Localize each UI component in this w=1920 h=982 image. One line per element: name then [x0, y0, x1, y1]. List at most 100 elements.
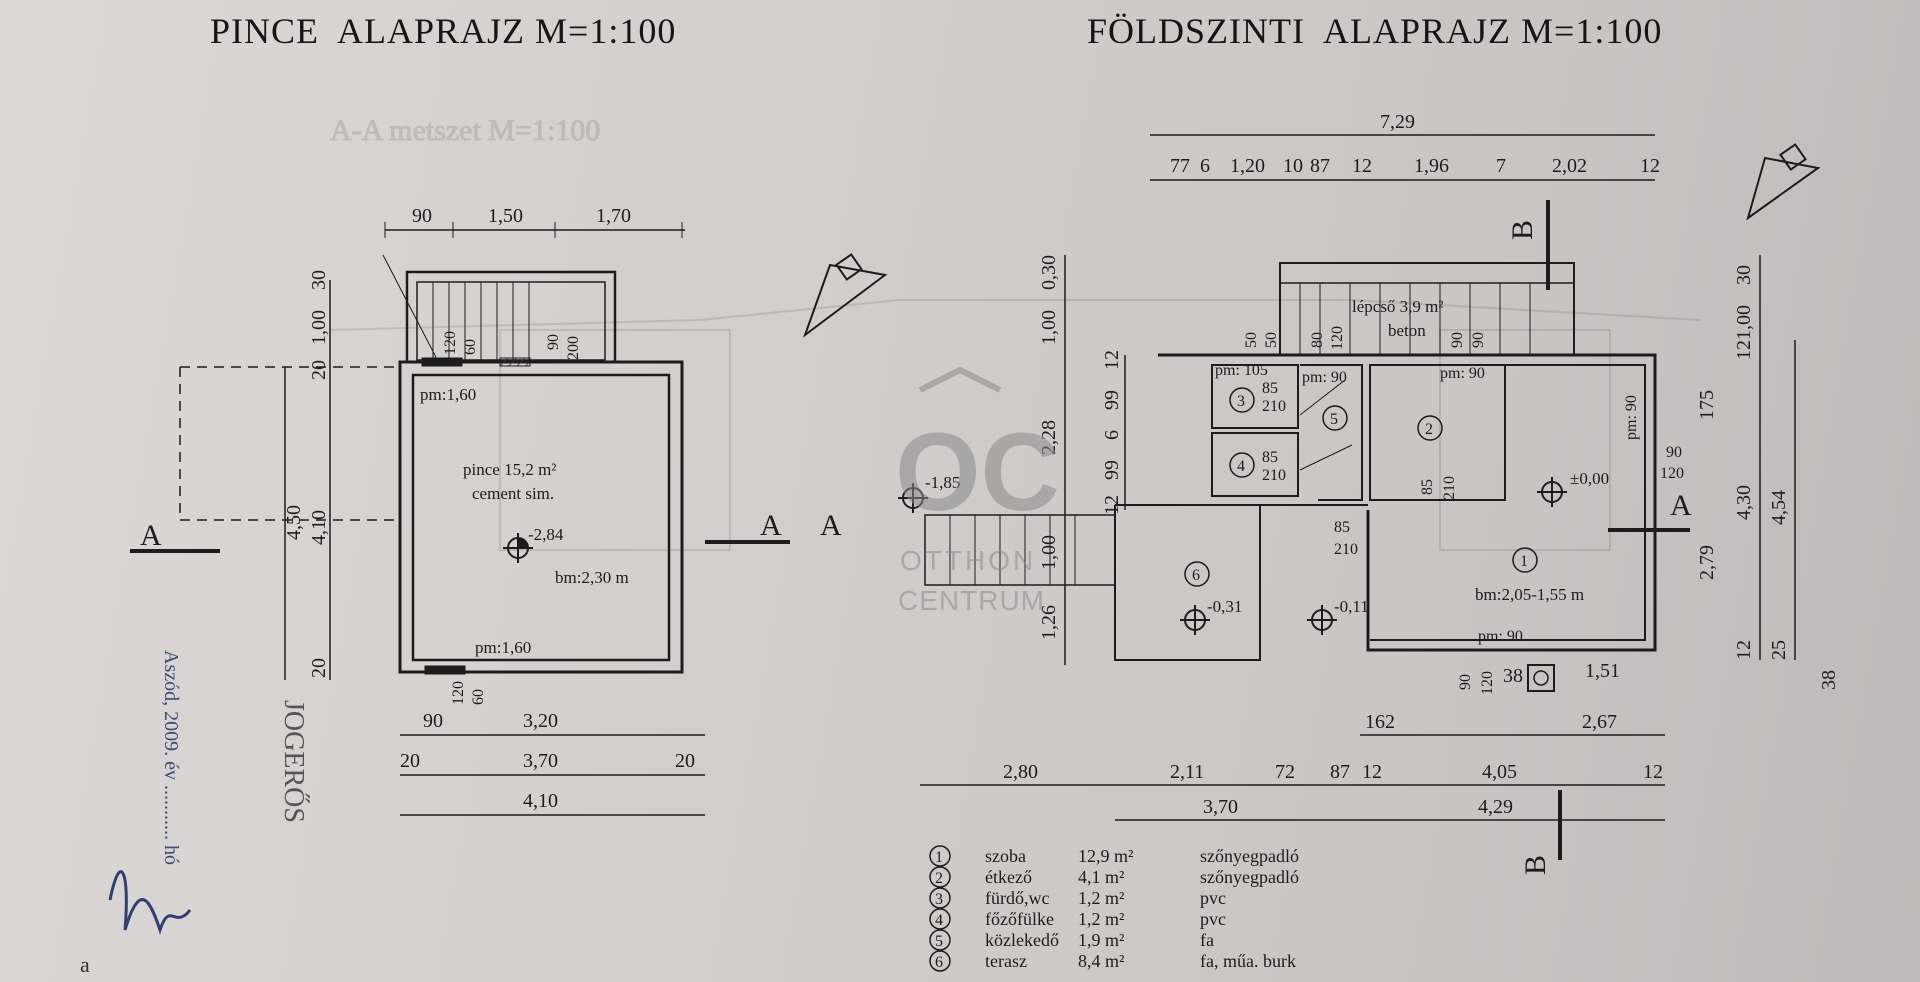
room-5-walls: [1300, 364, 1363, 501]
faded-section-ghost: A-A metszet M=1:100: [330, 114, 1701, 551]
north-arrow-icon: [1746, 143, 1821, 221]
dim-label: 90: [423, 710, 443, 732]
dim-label: 4,50: [283, 505, 305, 540]
dim-label: 4,54: [1768, 490, 1790, 525]
window-mark: 60: [470, 689, 487, 705]
level-symbol-icon: [898, 477, 1567, 635]
stair-mark: 200: [565, 336, 582, 360]
window-mark: 120: [450, 681, 467, 705]
dim-label: 1,70: [596, 205, 631, 227]
door-mark: 85: [1419, 479, 1436, 495]
dim-label: 2,02: [1552, 155, 1587, 177]
dim-label: 1,00: [308, 310, 330, 345]
section-letter: A: [760, 509, 782, 542]
pm-label: pm: 105: [1215, 362, 1268, 379]
room-4-walls: [1211, 432, 1299, 497]
basement-labels: 90 1,50 1,70 4,50 4,10 30 1,00 20 20 120…: [140, 205, 782, 812]
basement-plan-title: PINCE ALAPRAJZ M=1:100: [210, 11, 677, 51]
legend-num: 5: [935, 933, 943, 950]
dim-label: 162: [1365, 711, 1395, 733]
stamp-text: JOGERŐS: [278, 700, 309, 823]
dim-label: 12: [1640, 155, 1660, 177]
dim-label: 1,26: [1038, 605, 1060, 640]
legend-room-name: fürdő,wc: [985, 888, 1049, 908]
dim-label: 25: [1768, 640, 1790, 660]
legend-finish: pvc: [1200, 909, 1226, 929]
door-mark: 85: [1334, 519, 1350, 536]
dim-label: 2,11: [1170, 761, 1204, 783]
dim-label: 4,30: [1733, 485, 1755, 520]
level-label: -2,84: [528, 525, 564, 544]
dim-label: 4,05: [1482, 761, 1517, 783]
stamp-date: Aszód, 2009. év ........... hó: [160, 650, 182, 865]
room-number: 3: [1237, 393, 1245, 410]
level-label: -1,85: [925, 473, 960, 492]
ground-plan: [898, 134, 1796, 860]
legend-num: 6: [935, 954, 943, 971]
basement-vent: [499, 357, 531, 367]
dim-label: 1,96: [1414, 155, 1449, 177]
door-mark: 210: [1262, 398, 1286, 415]
room-number: 1: [1520, 553, 1528, 570]
window-mark: 120: [1660, 465, 1684, 482]
dim-label: 20: [675, 750, 695, 772]
approval-stamp: JOGERŐS Aszód, 2009. év ........... hó a: [80, 650, 309, 977]
dim-label: 4,10: [308, 510, 330, 545]
door-mark: 210: [1334, 541, 1358, 558]
legend-finish: fa, műa. burk: [1200, 951, 1296, 971]
dim-label: 7: [1496, 155, 1506, 177]
legend-area: 1,9 m²: [1078, 930, 1124, 950]
dim-label: 10: [1283, 155, 1303, 177]
section-letter: B: [1519, 855, 1552, 875]
stair-mark: 120: [1329, 326, 1346, 350]
stair-mark: 60: [462, 339, 479, 355]
window-mark: 120: [1479, 671, 1496, 695]
stair-mark: 50: [1243, 332, 1260, 348]
legend-finish: fa: [1200, 930, 1214, 950]
basement-stair-treads: [382, 254, 530, 366]
north-arrow-icon: [802, 253, 888, 338]
basement-window-bottom: [424, 665, 466, 675]
stair-mark: 50: [1263, 332, 1280, 348]
dim-label: 77: [1170, 155, 1190, 177]
stair-label: lépcső 3,9 m²: [1352, 297, 1444, 316]
faded-section-title: A-A metszet M=1:100: [330, 114, 600, 147]
dim-label: 0,30: [1038, 255, 1060, 290]
watermark-text: CENTRUM: [898, 585, 1045, 616]
dim-label: 99: [1101, 390, 1123, 410]
legend-room-name: főzőfülke: [985, 909, 1054, 929]
dim-label: 3,70: [523, 750, 558, 772]
dim-label: 30: [1733, 265, 1755, 285]
legend-finish: szőnyegpadló: [1200, 867, 1299, 887]
dim-label: 2,28: [1038, 420, 1060, 455]
section-letter: A: [140, 519, 162, 552]
pm-label: pm: 90: [1302, 369, 1347, 386]
room-6-terrace: [1114, 504, 1368, 661]
dim-label: 1,00: [1038, 535, 1060, 570]
dim-label: 72: [1275, 761, 1295, 783]
level-label: ±0,00: [1570, 469, 1609, 488]
pm-label: pm: 90: [1478, 628, 1523, 645]
ground-labels: 1 2 3 4 5 6 7,29 77 6 1,20 10 87 12 1,96…: [820, 111, 1840, 875]
legend-number-icons: [929, 845, 951, 972]
dim-label: 7,29: [1380, 111, 1415, 133]
legend-finish: pvc: [1200, 888, 1226, 908]
dim-label: 12: [1352, 155, 1372, 177]
stamp-fragment: a: [80, 952, 90, 977]
basement-stair-wall: [405, 270, 617, 364]
dim-label: 2,79: [1696, 545, 1718, 580]
watermark-text: OC: [895, 411, 1060, 534]
dim-label: 12: [1101, 495, 1123, 515]
dim-label: 3,20: [523, 710, 558, 732]
stair-finish: beton: [1388, 321, 1426, 340]
pm-label: pm: 90: [1440, 365, 1485, 382]
room-number: 6: [1192, 567, 1200, 584]
height-label: bm:2,30 m: [555, 568, 629, 587]
dim-label: 4,29: [1478, 796, 1513, 818]
door-mark: 85: [1262, 449, 1278, 466]
ground-stair-treads: [1299, 283, 1531, 355]
stair-mark: 120: [442, 331, 459, 355]
pm-label: pm:1,60: [420, 385, 476, 404]
legend-area: 8,4 m²: [1078, 951, 1124, 971]
